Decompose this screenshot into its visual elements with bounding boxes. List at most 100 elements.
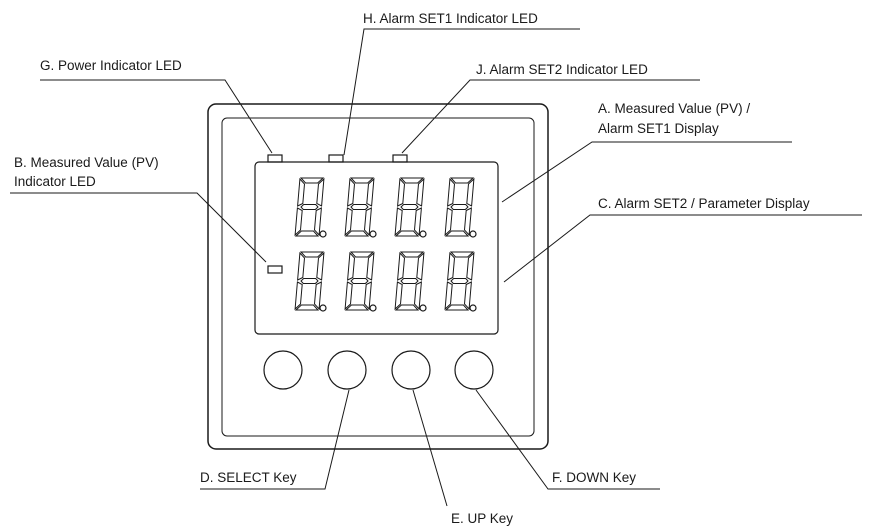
segment-g bbox=[350, 204, 369, 210]
segment-f bbox=[297, 177, 306, 207]
label-a-pv-alarm-set1-display-line2: Alarm SET1 Display bbox=[598, 121, 719, 136]
segment-g bbox=[400, 204, 419, 210]
label-g-power-led: G. Power Indicator LED bbox=[40, 58, 182, 73]
outer-bezel bbox=[207, 103, 549, 450]
lcd-window bbox=[254, 161, 499, 335]
segment-a bbox=[299, 251, 325, 258]
alarm-set2-parameter-display-row bbox=[294, 251, 477, 312]
label-j-alarm-set2-led: J. Alarm SET2 Indicator LED bbox=[476, 62, 648, 77]
segment-c bbox=[363, 281, 372, 311]
segment-a bbox=[449, 251, 475, 258]
segment-g bbox=[450, 278, 469, 284]
segment-c bbox=[363, 207, 372, 237]
segment-b bbox=[416, 251, 425, 281]
segment-a bbox=[399, 251, 425, 258]
segment-b bbox=[466, 251, 475, 281]
segment-g bbox=[300, 278, 319, 284]
label-a-pv-alarm-set1-display-line1: A. Measured Value (PV) / bbox=[598, 101, 750, 116]
alarm-set1-indicator-led bbox=[328, 154, 344, 163]
bottom-row-digit-4 bbox=[444, 251, 477, 312]
segment-c bbox=[413, 281, 422, 311]
segment-f bbox=[397, 251, 406, 281]
top-row-digit-1 bbox=[294, 177, 327, 238]
segment-d bbox=[344, 230, 370, 237]
bottom-row-digit-1 bbox=[294, 251, 327, 312]
leader-line-e bbox=[412, 389, 448, 507]
decimal-point bbox=[469, 304, 477, 312]
segment-a bbox=[299, 177, 325, 184]
label-b-pv-indicator-led-line2: Indicator LED bbox=[14, 174, 96, 189]
segment-e bbox=[394, 207, 403, 237]
segment-c bbox=[413, 207, 422, 237]
label-c-alarm-set2-parameter-display: C. Alarm SET2 / Parameter Display bbox=[598, 196, 810, 211]
top-row-digit-3 bbox=[394, 177, 427, 238]
decimal-point bbox=[369, 230, 377, 238]
leader-line-f bbox=[475, 389, 660, 490]
segment-f bbox=[447, 177, 456, 207]
segment-d bbox=[294, 230, 320, 237]
segment-b bbox=[366, 251, 375, 281]
decimal-point bbox=[369, 304, 377, 312]
segment-d bbox=[394, 304, 420, 311]
power-indicator-led bbox=[267, 154, 283, 163]
segment-a bbox=[399, 177, 425, 184]
segment-b bbox=[466, 177, 475, 207]
extra-key-button[interactable] bbox=[263, 350, 303, 390]
segment-e bbox=[294, 281, 303, 311]
segment-c bbox=[313, 207, 322, 237]
segment-f bbox=[297, 251, 306, 281]
segment-d bbox=[444, 230, 470, 237]
leader-line-a bbox=[501, 141, 792, 203]
label-e-up-key: E. UP Key bbox=[451, 511, 513, 526]
segment-f bbox=[397, 177, 406, 207]
segment-d bbox=[294, 304, 320, 311]
inner-bezel bbox=[221, 117, 535, 437]
up-key-button[interactable] bbox=[391, 350, 431, 390]
segment-c bbox=[463, 281, 472, 311]
segment-g bbox=[400, 278, 419, 284]
segment-d bbox=[394, 230, 420, 237]
top-row-digit-4 bbox=[444, 177, 477, 238]
segment-e bbox=[444, 207, 453, 237]
segment-b bbox=[416, 177, 425, 207]
bottom-row-digit-3 bbox=[394, 251, 427, 312]
segment-g bbox=[300, 204, 319, 210]
leader-line-c bbox=[503, 214, 862, 283]
bottom-row-digit-2 bbox=[344, 251, 377, 312]
select-key-button[interactable] bbox=[327, 350, 367, 390]
alarm-set2-indicator-led bbox=[392, 154, 408, 163]
segment-e bbox=[344, 281, 353, 311]
down-key-button[interactable] bbox=[454, 350, 494, 390]
decimal-point bbox=[319, 230, 327, 238]
segment-d bbox=[444, 304, 470, 311]
segment-g bbox=[350, 278, 369, 284]
segment-e bbox=[344, 207, 353, 237]
segment-f bbox=[447, 251, 456, 281]
segment-a bbox=[349, 177, 375, 184]
decimal-point bbox=[419, 230, 427, 238]
label-h-alarm-set1-led: H. Alarm SET1 Indicator LED bbox=[363, 11, 538, 26]
leader-line-g bbox=[40, 79, 273, 154]
segment-c bbox=[313, 281, 322, 311]
segment-e bbox=[294, 207, 303, 237]
segment-c bbox=[463, 207, 472, 237]
segment-b bbox=[316, 177, 325, 207]
segment-b bbox=[316, 251, 325, 281]
label-b-pv-indicator-led-line1: B. Measured Value (PV) bbox=[14, 155, 159, 170]
leader-line-d bbox=[200, 389, 350, 490]
top-row-digit-2 bbox=[344, 177, 377, 238]
label-d-select-key: D. SELECT Key bbox=[200, 470, 297, 485]
segment-a bbox=[349, 251, 375, 258]
segment-f bbox=[347, 177, 356, 207]
leader-line-j bbox=[401, 79, 700, 154]
segment-e bbox=[444, 281, 453, 311]
leader-line-h bbox=[343, 28, 580, 156]
segment-g bbox=[450, 204, 469, 210]
segment-f bbox=[347, 251, 356, 281]
segment-e bbox=[394, 281, 403, 311]
label-f-down-key: F. DOWN Key bbox=[552, 470, 636, 485]
leader-line-b bbox=[10, 192, 267, 263]
segment-a bbox=[449, 177, 475, 184]
pv-indicator-led bbox=[267, 265, 283, 274]
